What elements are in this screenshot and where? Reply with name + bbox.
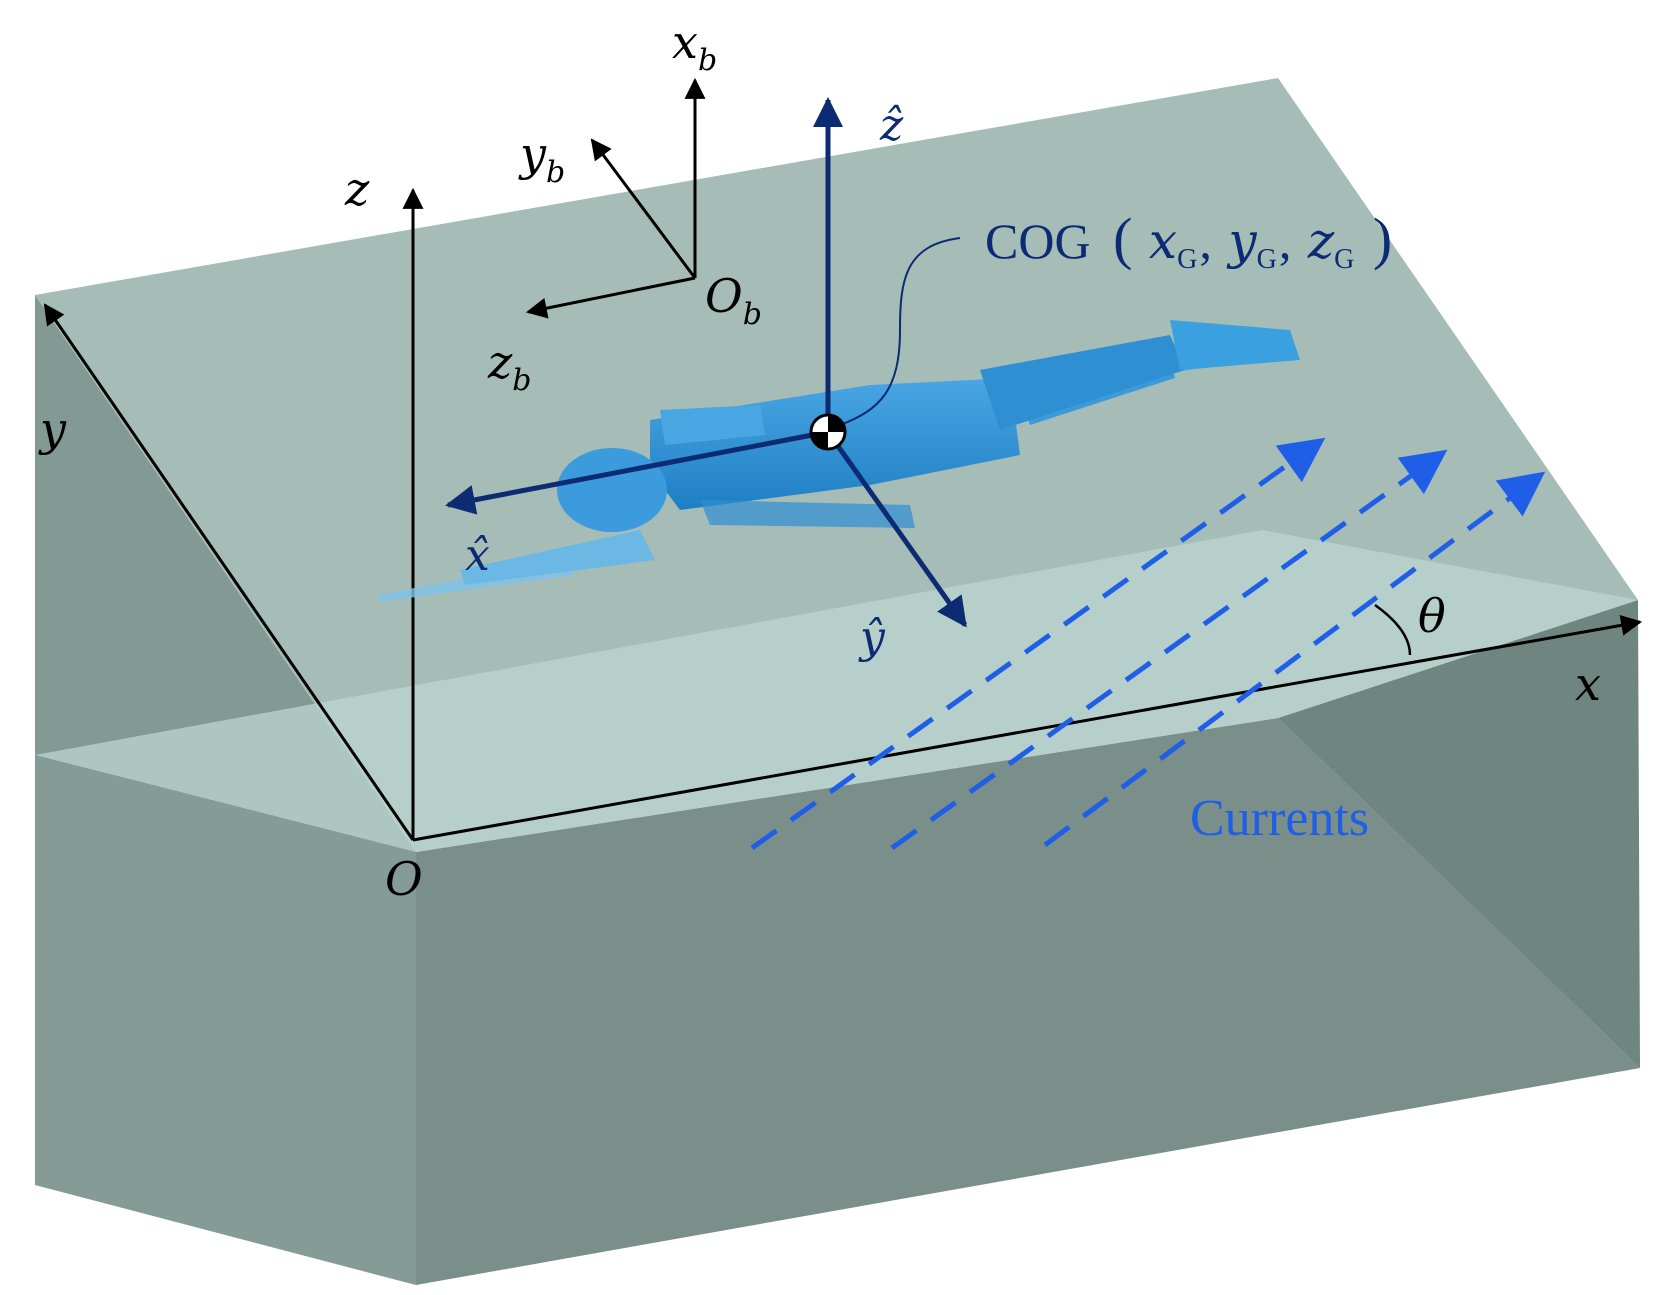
swimmer-upper-arm bbox=[660, 405, 765, 445]
origin-label: O bbox=[385, 852, 423, 906]
water-plane bbox=[35, 530, 1638, 852]
theta-arc bbox=[1374, 603, 1412, 656]
y-axis-label: y bbox=[38, 402, 67, 456]
swimmer-front-foot bbox=[1170, 320, 1300, 370]
yb-axis bbox=[590, 138, 697, 279]
xhat-axis-label: x̂ bbox=[465, 530, 490, 581]
x-axis bbox=[412, 614, 1643, 842]
theta-label: θ bbox=[1418, 589, 1446, 643]
swimmer-front-leg bbox=[980, 335, 1185, 430]
xb-axis-label: xb bbox=[672, 15, 717, 78]
zb-axis-label: zb bbox=[487, 335, 531, 398]
yhat-axis bbox=[825, 430, 968, 628]
ob-origin-label: Ob bbox=[705, 269, 762, 332]
zhat-axis-label: ẑ bbox=[879, 100, 904, 151]
current-arrow-1 bbox=[750, 437, 1326, 851]
y-axis bbox=[43, 303, 415, 841]
yhat-axis-label: ŷ bbox=[858, 612, 886, 663]
box-right-face bbox=[1278, 600, 1640, 1068]
box-front-bottom-face bbox=[416, 718, 1640, 1285]
xhat-axis bbox=[445, 429, 829, 515]
currents-label: Currents bbox=[1190, 790, 1369, 847]
box-lower-band bbox=[35, 755, 416, 1285]
cog-label: COG ( xG, yG, zG ) bbox=[985, 206, 1392, 279]
cog-leader-line bbox=[839, 237, 961, 426]
current-arrow-3 bbox=[1043, 471, 1546, 848]
swimmer-head bbox=[557, 448, 667, 532]
z-axis-label: z bbox=[344, 162, 370, 216]
zb-axis bbox=[525, 276, 696, 319]
current-arrow-2 bbox=[890, 449, 1448, 851]
center-of-gravity-icon bbox=[809, 413, 847, 451]
yb-axis-label: yb bbox=[518, 127, 565, 190]
swimmer-arm bbox=[460, 530, 655, 585]
x-axis-label: x bbox=[1575, 657, 1601, 711]
swimmer-near-arm bbox=[700, 500, 915, 528]
